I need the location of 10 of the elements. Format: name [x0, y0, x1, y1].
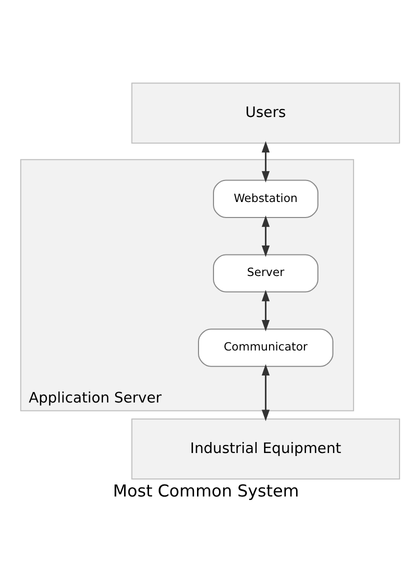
arrow — [262, 140, 270, 182]
node-box: Users — [131, 82, 400, 144]
node-box: Webstation — [212, 179, 318, 218]
arrow — [262, 289, 270, 331]
node-box: Industrial Equipment — [131, 418, 400, 480]
node-box: Communicator — [198, 328, 334, 366]
caption: Most Common System — [113, 480, 299, 500]
arrow — [262, 364, 270, 421]
node-box: Server — [212, 254, 318, 292]
arrow — [262, 214, 270, 256]
